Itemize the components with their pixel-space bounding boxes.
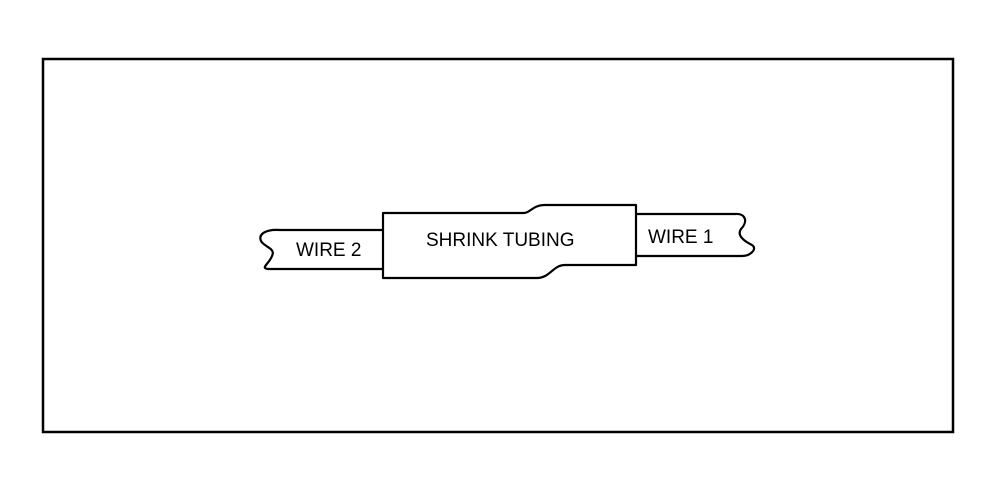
wire-1-label: WIRE 1 (648, 227, 713, 248)
wire-2: WIRE 2 (259, 228, 383, 271)
shrink-tubing: SHRINK TUBING (381, 203, 638, 280)
wire-1: WIRE 1 (636, 212, 756, 258)
wire-2-outline (259, 228, 383, 271)
wire-1-outline (636, 212, 756, 258)
wire-2-label: WIRE 2 (296, 240, 361, 261)
shrink-tubing-outline (381, 203, 638, 280)
shrink-tubing-label: SHRINK TUBING (426, 230, 575, 251)
diagram-frame (41, 57, 955, 434)
